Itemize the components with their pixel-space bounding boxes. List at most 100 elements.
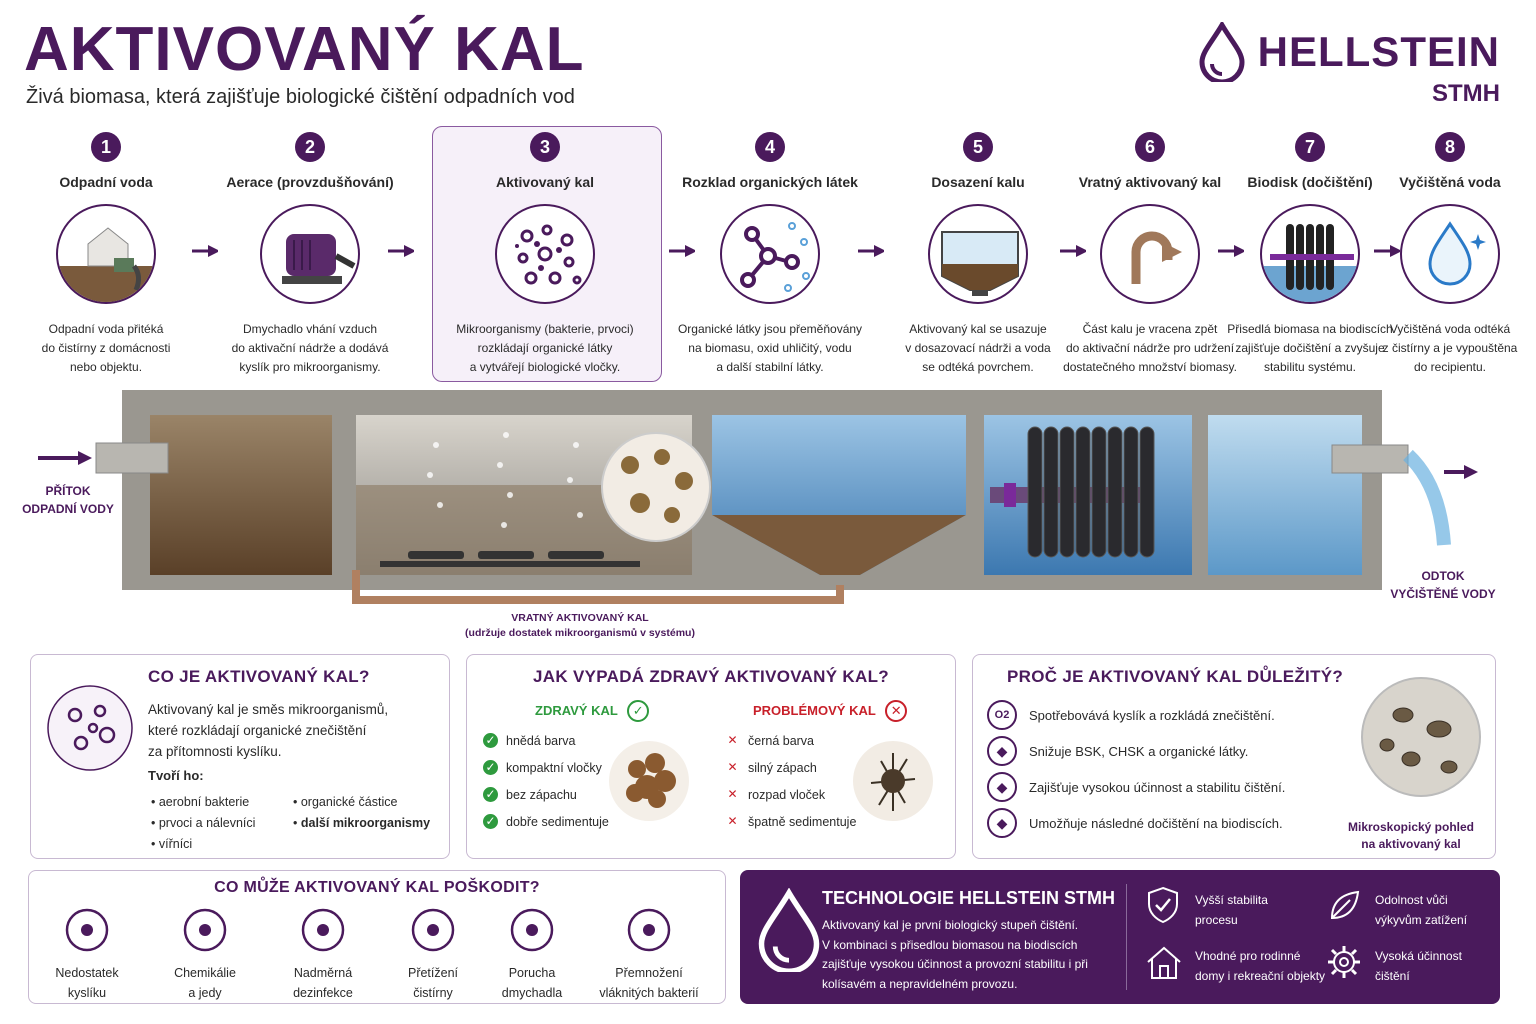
step-6: 6 Vratný aktivovaný kal Část kalu je vra… bbox=[1040, 130, 1260, 377]
step-3: 3 Aktivovaný kal Mikroorganismy (bakteri… bbox=[435, 130, 655, 377]
outlet-pipe bbox=[1331, 444, 1409, 474]
check-icon: ✓ bbox=[483, 814, 498, 829]
step-number: 4 bbox=[755, 132, 785, 162]
step-label: Vratný aktivovaný kal bbox=[1078, 174, 1222, 190]
cross-icon: ✕ bbox=[727, 760, 738, 774]
house-icon bbox=[1147, 946, 1181, 979]
flow-arrow-icon bbox=[1218, 245, 1244, 257]
flow-arrow-icon bbox=[192, 245, 218, 257]
technology-panel: TECHNOLOGIE HELLSTEIN STMH Aktivovaný ka… bbox=[740, 870, 1500, 1004]
molecule-icon bbox=[720, 204, 820, 304]
why-title: PROČ JE AKTIVOVANÝ KAL DŮLEŽITÝ? bbox=[1007, 667, 1344, 686]
bottle-icon bbox=[301, 908, 345, 952]
list-item: ✕černá barva bbox=[725, 727, 856, 754]
return-sludge-label: VRATNÝ AKTIVOVANÝ KAL(udržuje dostatek m… bbox=[465, 612, 695, 639]
brand-name: HELLSTEIN bbox=[1257, 28, 1500, 75]
healthy-title: JAK VYPADÁ ZDRAVÝ AKTIVOVANÝ KAL? bbox=[533, 667, 889, 686]
problem-floc-image bbox=[853, 741, 933, 821]
aerator-diffusers bbox=[380, 551, 640, 567]
step-5: 5 Dosazení kalu Aktivovaný kal se usazuj… bbox=[868, 130, 1088, 377]
leaf-icon: ◆ bbox=[987, 736, 1017, 766]
list-item: ✓kompaktní vločky bbox=[483, 754, 609, 781]
step-number: 3 bbox=[530, 132, 560, 162]
blower-icon bbox=[260, 204, 360, 304]
brand-logo: HELLSTEIN STMH bbox=[1198, 22, 1500, 107]
cross-circle-icon: ✕ bbox=[885, 700, 908, 722]
clean-water-chamber bbox=[1208, 415, 1362, 575]
tech-text-3: zajišťuje vysokou účinnost a provozní st… bbox=[822, 957, 1088, 971]
flow-arrow-icon bbox=[669, 245, 695, 257]
check-circle-icon: ✓ bbox=[627, 700, 650, 722]
flow-arrow-icon bbox=[1374, 245, 1400, 257]
gear-icon bbox=[1328, 946, 1360, 978]
treatment-tank-diagram bbox=[38, 390, 1478, 604]
list-item: ✕rozpad vloček bbox=[725, 781, 856, 808]
what-is-title: CO JE AKTIVOVANÝ KAL? bbox=[148, 667, 370, 686]
step-number: 5 bbox=[963, 132, 993, 162]
inlet-pipe bbox=[95, 442, 169, 474]
step-label: Aktivovaný kal bbox=[495, 174, 595, 190]
tech-title: TECHNOLOGIE HELLSTEIN STMH bbox=[822, 888, 1116, 908]
step-number: 2 bbox=[295, 132, 325, 162]
step-2: 2 Aerace (provzdušňování) Dmychadlo vhán… bbox=[200, 130, 420, 377]
fan-icon bbox=[510, 908, 554, 952]
step-number: 7 bbox=[1295, 132, 1325, 162]
list-item: ✓bez zápachu bbox=[483, 781, 609, 808]
flow-arrow-icon bbox=[1060, 245, 1086, 257]
why-item: ◆Zajišťuje vysokou účinnost a stabilitu … bbox=[987, 769, 1285, 805]
biodisk-icon bbox=[1260, 204, 1360, 304]
step-label: Biodisk (dočištění) bbox=[1247, 174, 1373, 190]
step-label: Vyčištěná voda bbox=[1399, 174, 1501, 190]
droplet-icon bbox=[1400, 204, 1500, 304]
step-4: 4 Rozklad organických látek Organické lá… bbox=[660, 130, 880, 377]
water-waves-icon: ◆ bbox=[987, 808, 1017, 838]
microscope-bubble bbox=[601, 432, 711, 542]
return-sludge-pipe bbox=[352, 570, 844, 604]
why-item: ◆Snižuje BSK, CHSK a organické látky. bbox=[987, 733, 1285, 769]
what-is-panel: CO JE AKTIVOVANÝ KAL? Aktivovaný kal je … bbox=[30, 654, 450, 859]
page-subtitle: Živá biomasa, která zajišťuje biologické… bbox=[26, 86, 575, 108]
check-icon: ✓ bbox=[483, 787, 498, 802]
shield-check-icon: ◆ bbox=[987, 772, 1017, 802]
what-text-3: za přítomnosti kyslíku. bbox=[148, 744, 282, 759]
flask-icon bbox=[183, 908, 227, 952]
check-icon: ✓ bbox=[483, 733, 498, 748]
what-list-col-1: • aerobní bakterie • prvoci a nálevníci … bbox=[151, 795, 256, 851]
why-item: ◆Umožňuje následné dočištění na biodiscí… bbox=[987, 805, 1285, 841]
flow-arrow-icon bbox=[388, 245, 414, 257]
shield-check-icon bbox=[1148, 886, 1178, 924]
check-icon: ✓ bbox=[483, 760, 498, 775]
inflow-chamber bbox=[150, 415, 332, 575]
list-item: ✓hnědá barva bbox=[483, 727, 609, 754]
what-list-col-2: • organické částice • další mikroorganis… bbox=[293, 795, 431, 830]
leaf-icon bbox=[1330, 890, 1360, 920]
healthy-floc-image bbox=[609, 741, 689, 821]
drop-logo-icon bbox=[1199, 22, 1245, 82]
what-forms-label: Tvoří ho: bbox=[148, 768, 204, 783]
microbe-icon bbox=[495, 204, 595, 304]
tech-text-1: Aktivovaný kal je první biologický stupe… bbox=[822, 918, 1079, 932]
list-item: ✕silný zápach bbox=[725, 754, 856, 781]
